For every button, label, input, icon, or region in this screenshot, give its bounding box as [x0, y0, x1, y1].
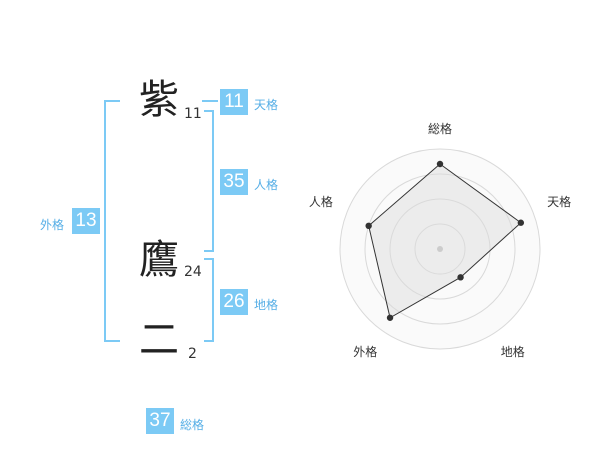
radar-axis-label: 人格 [309, 194, 333, 209]
jinkaku-label: 人格 [254, 178, 279, 192]
jinkaku-bracket [204, 110, 214, 252]
radar-point-4 [386, 314, 394, 321]
radar-axis-label: 総格 [428, 121, 452, 136]
name-char-1-strokes: 11 [184, 106, 202, 122]
radar-axis-label: 天格 [547, 194, 571, 209]
gaikaku-bracket [104, 100, 120, 342]
soukaku-label: 総格 [180, 418, 205, 432]
radar-center-dot [437, 246, 443, 252]
chikaku-label: 地格 [254, 298, 279, 312]
radar-point-2 [517, 219, 525, 226]
tenkaku-connector [202, 100, 218, 102]
jinkaku-badge: 35 [220, 169, 248, 195]
radar-ring [364, 173, 516, 325]
tenkaku-badge: 11 [220, 89, 248, 115]
name-char-1: 紫 [139, 77, 179, 123]
radar-ring [389, 198, 491, 300]
radar-ring [339, 148, 541, 350]
radar-series-area [368, 163, 522, 319]
radar-ring [414, 223, 466, 275]
radar-axis-label: 地格 [501, 344, 525, 359]
chikaku-badge: 26 [220, 289, 248, 315]
radar-point-1 [436, 160, 444, 168]
name-char-2-strokes: 24 [184, 264, 202, 280]
name-char-2: 鷹 [139, 237, 179, 283]
radar-axis-label: 外格 [353, 344, 377, 359]
gaikaku-badge: 13 [72, 208, 100, 234]
radar-point-5 [365, 222, 372, 230]
name-char-3: 二 [139, 317, 179, 363]
radar-point-3 [457, 274, 464, 281]
soukaku-badge: 37 [146, 408, 174, 434]
tenkaku-label: 天格 [254, 98, 279, 112]
gaikaku-label: 外格 [40, 218, 65, 232]
chikaku-bracket [204, 258, 214, 342]
name-char-3-strokes: 2 [188, 346, 197, 362]
